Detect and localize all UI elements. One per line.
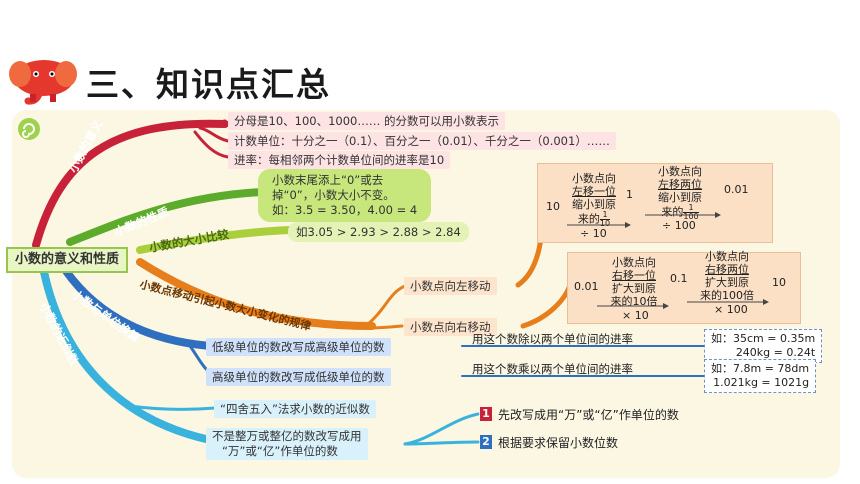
branch-lime-curve (136, 226, 294, 254)
property-box: 小数末尾添上“0”或去 掉“0”，小数大小不变。 如：3.5 = 3.50，4.… (258, 169, 432, 222)
unit-example-2: 如：7.8m = 78dm 1.021kg = 1021g (704, 359, 817, 393)
move-left-label: 小数点向左移动 (404, 277, 497, 295)
move-right-n2: 0.1 (670, 272, 688, 285)
property-line-2: 掉“0”，小数大小不变。 (272, 188, 395, 202)
meaning-item-1: 分母是10、100、1000…… 的分数可以用小数表示 (228, 112, 506, 130)
move-left-op2: ÷ 100 (662, 219, 696, 232)
center-node: 小数的意义和性质 (6, 247, 129, 273)
move-right-op2: × 100 (714, 303, 748, 316)
move-right-arrows (597, 299, 769, 309)
move-right-panel (567, 252, 801, 324)
branch-red-curve (32, 119, 229, 249)
unit-low-to-high-rule: 用这个数除以两个单位间的进率 (472, 332, 633, 346)
move-right-step2: 小数点向 右移两位 扩大到原 来的100倍 (700, 250, 754, 302)
unit-low-to-high: 低级单位的数改写成高级单位的数 (206, 338, 391, 356)
unit-high-to-low-rule: 用这个数乘以两个单位间的进率 (472, 362, 633, 376)
move-right-step1: 小数点向 右移一位 扩大到原 来的10倍 (610, 256, 658, 308)
property-line-1: 小数末尾添上“0”或去 (272, 173, 384, 187)
step-2-badge: 2 (480, 435, 492, 449)
unit-example-1: 如：35cm = 0.35m 240kg = 0.24t (704, 329, 823, 363)
approx-rewrite: 不是整万或整亿的数改写成用 “万”或“亿”作单位的数 (206, 428, 368, 460)
move-right-label: 小数点向右移动 (404, 318, 497, 336)
property-line-3: 如：3.5 = 3.50，4.00 = 4 (272, 203, 418, 217)
step-2-text: 根据要求保留小数位数 (498, 436, 619, 450)
move-right-n3: 10 (772, 276, 786, 289)
move-left-op1: ÷ 10 (580, 227, 607, 240)
page-title: 三、知识点汇总 (86, 65, 331, 104)
move-right-n1: 0.01 (574, 280, 599, 293)
step-1-badge: 1 (480, 407, 492, 421)
branch-cyan-curve (38, 258, 214, 444)
branch-blue-curve (56, 258, 214, 350)
move-right-op1: × 10 (622, 309, 649, 322)
move-left-n1: 10 (546, 200, 560, 213)
compare-box: 如3.05 > 2.93 > 2.88 > 2.84 (288, 222, 469, 242)
move-left-n2: 1 (626, 188, 633, 201)
branch-green-curve (66, 188, 266, 246)
meaning-item-2: 计数单位：十分之一（0.1）、百分之一（0.01）、千分之一（0.001）…… (228, 132, 616, 150)
move-left-panel (537, 163, 773, 243)
move-left-arrows (567, 212, 721, 228)
approx-rounding: “四舍五入”法求小数的近似数 (214, 400, 376, 418)
step-1-text: 先改写成用“万”或“亿”作单位的数 (498, 408, 679, 422)
spiral-icon (18, 118, 40, 140)
move-left-n3: 0.01 (724, 183, 749, 196)
elephant-icon (9, 60, 77, 105)
unit-high-to-low: 高级单位的数改写成低级单位的数 (206, 368, 391, 386)
meaning-item-3: 进率：每相邻两个计数单位间的进率是10 (228, 151, 451, 169)
branch-orange-curve (136, 258, 376, 330)
